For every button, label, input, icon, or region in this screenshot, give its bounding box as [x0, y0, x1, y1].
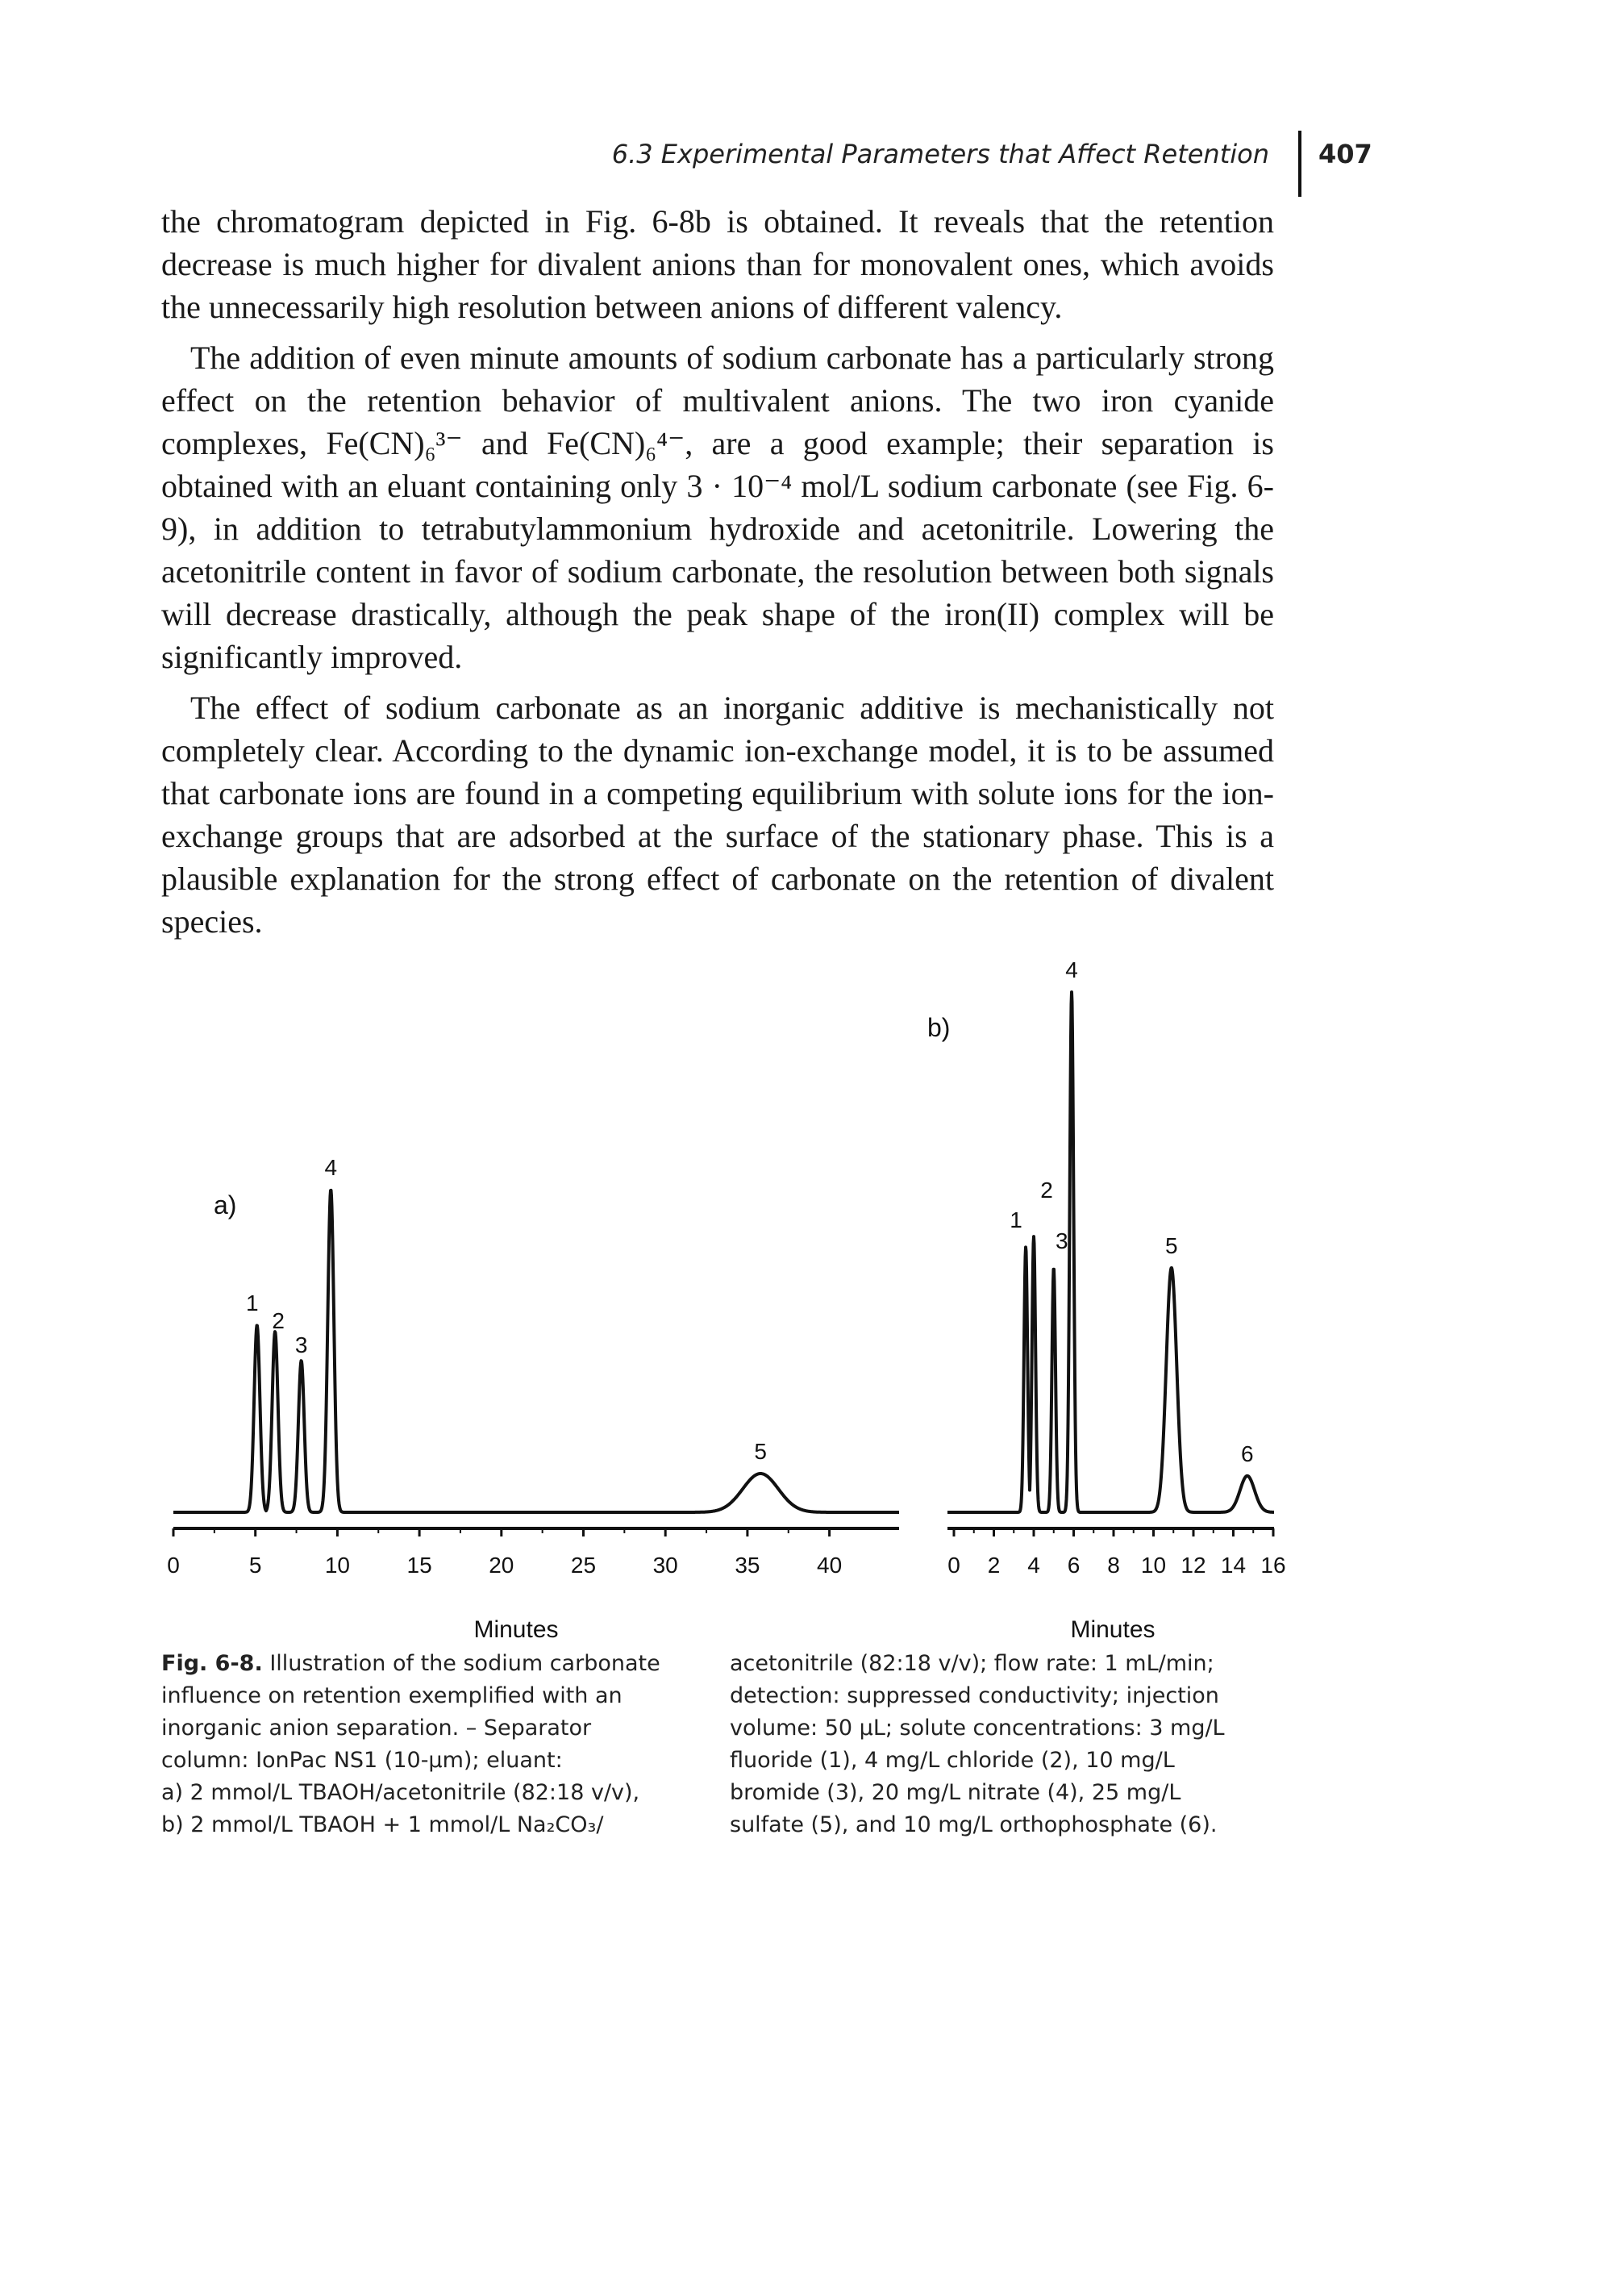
x-tick-label: 0: [167, 1553, 180, 1578]
peak-label: 5: [1165, 1233, 1178, 1258]
peak-label: 2: [1040, 1178, 1053, 1203]
peak-label: 1: [1010, 1207, 1022, 1232]
caption-line: a) 2 mmol/L TBAOH/acetonitrile (82:18 v/…: [161, 1780, 640, 1805]
x-tick-label: 8: [1107, 1553, 1120, 1578]
x-axis-label: Minutes: [1070, 1616, 1155, 1643]
paragraph-3: The effect of sodium carbonate as an ino…: [161, 690, 1274, 940]
panel-label: b): [927, 1013, 950, 1042]
x-tick-label: 14: [1221, 1553, 1246, 1578]
body-text: the chromatogram depicted in Fig. 6-8b i…: [161, 200, 1274, 951]
caption-left: Fig. 6-8. Illustration of the sodium car…: [161, 1648, 726, 1841]
x-tick-label: 35: [735, 1553, 760, 1578]
caption-line: bromide (3), 20 mg/L nitrate (4), 25 mg/…: [730, 1780, 1181, 1805]
running-head: 6.3 Experimental Parameters that Affect …: [611, 139, 1269, 169]
peak-label: 5: [754, 1439, 767, 1464]
caption-line: sulfate (5), and 10 mg/L orthophosphate …: [730, 1812, 1218, 1837]
caption-line: column: IonPac NS1 (10-μm); eluant:: [161, 1748, 563, 1773]
caption-line: Illustration of the sodium carbonate: [269, 1651, 660, 1676]
peak-label: 4: [324, 1155, 337, 1180]
caption-line: inorganic anion separation. – Separator: [161, 1716, 592, 1741]
caption-figure-label: Fig. 6-8.: [161, 1651, 263, 1676]
caption-right: acetonitrile (82:18 v/v); flow rate: 1 m…: [730, 1648, 1294, 1841]
x-tick-label: 4: [1027, 1553, 1040, 1578]
x-tick-label: 2: [988, 1553, 1001, 1578]
header-rule: [1298, 131, 1301, 197]
peak-label: 2: [272, 1308, 285, 1333]
x-tick-label: 20: [489, 1553, 514, 1578]
peak-label: 4: [1065, 957, 1078, 982]
x-tick-label: 40: [817, 1553, 842, 1578]
x-tick-label: 10: [1141, 1553, 1166, 1578]
peak-label: 3: [1056, 1228, 1068, 1253]
x-tick-label: 6: [1068, 1553, 1081, 1578]
peak-label: 1: [246, 1290, 259, 1315]
caption-line: influence on retention exemplified with …: [161, 1683, 623, 1708]
x-tick-label: 5: [249, 1553, 262, 1578]
chromatogram-trace: [172, 1188, 901, 1514]
caption-line: b) 2 mmol/L TBAOH + 1 mmol/L Na₂CO₃/: [161, 1812, 604, 1837]
caption-line: acetonitrile (82:18 v/v); flow rate: 1 m…: [730, 1651, 1214, 1676]
caption-line: fluoride (1), 4 mg/L chloride (2), 10 mg…: [730, 1748, 1175, 1773]
panel-label: a): [214, 1190, 236, 1220]
x-axis-label: Minutes: [473, 1616, 558, 1643]
x-tick-label: 16: [1260, 1553, 1285, 1578]
peak-label: 3: [295, 1332, 308, 1357]
paragraph-2: The addition of even minute amounts of s…: [161, 340, 1274, 675]
page-number: 407: [1318, 139, 1372, 169]
x-tick-label: 12: [1181, 1553, 1206, 1578]
chromatogram-trace: [946, 990, 1276, 1514]
x-tick-label: 15: [407, 1553, 432, 1578]
page-header: 6.3 Experimental Parameters that Affect …: [0, 131, 1624, 197]
x-tick-label: 0: [947, 1553, 960, 1578]
x-tick-label: 10: [325, 1553, 350, 1578]
paragraph-1: the chromatogram depicted in Fig. 6-8b i…: [161, 203, 1274, 325]
caption-line: detection: suppressed conductivity; inje…: [730, 1683, 1219, 1708]
caption-line: volume: 50 μL; solute concentrations: 3 …: [730, 1716, 1225, 1741]
x-tick-label: 30: [653, 1553, 678, 1578]
peak-label: 6: [1241, 1441, 1254, 1466]
x-tick-label: 25: [571, 1553, 596, 1578]
